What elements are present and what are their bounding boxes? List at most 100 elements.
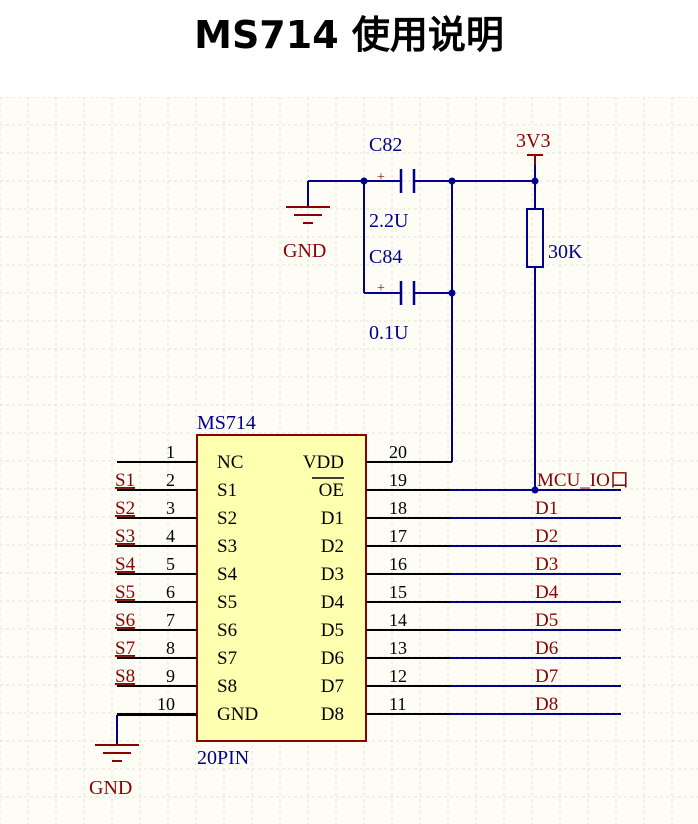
net-label: D2 bbox=[535, 526, 558, 547]
gnd-symbol-top bbox=[286, 206, 330, 224]
net-label: S2 bbox=[115, 498, 135, 519]
junction-dot bbox=[531, 177, 539, 185]
net-label: S4 bbox=[115, 554, 136, 575]
resistor-value: 30K bbox=[548, 241, 583, 263]
pin-name: D3 bbox=[321, 564, 344, 585]
page-title: MS714 使用说明 bbox=[194, 13, 504, 57]
power-label-3v3: 3V3 bbox=[516, 130, 550, 152]
pin-name: S5 bbox=[217, 592, 237, 613]
pin-number: 6 bbox=[166, 582, 175, 602]
schematic-diagram: + + C82 2.2U C84 0.1U 30K 3V3 G bbox=[0, 97, 698, 824]
pin-name: D1 bbox=[321, 508, 344, 529]
c82-designator: C82 bbox=[369, 134, 402, 156]
pin-name: S8 bbox=[217, 676, 237, 697]
pin-number: 3 bbox=[166, 498, 175, 518]
net-label: S6 bbox=[115, 610, 135, 631]
net-label: S8 bbox=[115, 666, 135, 687]
c84-designator: C84 bbox=[369, 246, 402, 268]
pin-name: D5 bbox=[321, 620, 344, 641]
pin-name: OE bbox=[319, 480, 344, 501]
net-label: S5 bbox=[115, 582, 135, 603]
net-label: D4 bbox=[535, 582, 559, 603]
pin-number: 13 bbox=[389, 638, 407, 658]
pin-number: 8 bbox=[166, 638, 175, 658]
net-label: D3 bbox=[535, 554, 558, 575]
pin-name: S6 bbox=[217, 620, 237, 641]
chip-designator: MS714 bbox=[197, 412, 256, 434]
c84-plus: + bbox=[377, 281, 385, 296]
pin-name: D4 bbox=[321, 592, 345, 613]
pin-number: 5 bbox=[166, 554, 175, 574]
pin-name: D8 bbox=[321, 704, 344, 725]
net-label: D5 bbox=[535, 610, 558, 631]
pin-name: GND bbox=[217, 704, 258, 725]
pin-name: VDD bbox=[303, 452, 344, 473]
net-label: S1 bbox=[115, 470, 135, 491]
c82-plus: + bbox=[377, 170, 385, 185]
pin-number: 1 bbox=[166, 442, 175, 462]
pin-name: NC bbox=[217, 452, 243, 473]
net-label: D8 bbox=[535, 694, 558, 715]
junction-dot bbox=[360, 177, 368, 185]
net-label: MCU_IO口 bbox=[537, 470, 629, 491]
pin-name: D2 bbox=[321, 536, 344, 557]
junction-dot bbox=[448, 177, 456, 185]
pin-number: 18 bbox=[389, 498, 407, 518]
pin-number: 19 bbox=[389, 470, 407, 490]
pin-name: S2 bbox=[217, 508, 237, 529]
pin-number: 4 bbox=[166, 526, 175, 546]
pin-number: 17 bbox=[389, 526, 407, 546]
net-label: D6 bbox=[535, 638, 558, 659]
pin-name: D7 bbox=[321, 676, 344, 697]
gnd-symbol-bottom bbox=[95, 744, 139, 762]
net-label: D7 bbox=[535, 666, 558, 687]
pin-number: 10 bbox=[157, 694, 175, 714]
gnd-label-top: GND bbox=[283, 240, 326, 262]
pin-number: 7 bbox=[166, 610, 175, 630]
pin-name: S1 bbox=[217, 480, 237, 501]
net-label: D1 bbox=[535, 498, 558, 519]
chip-package: 20PIN bbox=[197, 747, 249, 769]
pin-number: 20 bbox=[389, 442, 407, 462]
power-network: + + C82 2.2U C84 0.1U 30K 3V3 G bbox=[283, 130, 583, 494]
pin-name: S3 bbox=[217, 536, 237, 557]
pin-number: 16 bbox=[389, 554, 407, 574]
net-label: S7 bbox=[115, 638, 135, 659]
capacitor-c82: + bbox=[377, 169, 416, 193]
capacitor-c84: + bbox=[377, 281, 416, 305]
pin-number: 9 bbox=[166, 666, 175, 686]
pin-number: 2 bbox=[166, 470, 175, 490]
chip-body bbox=[196, 434, 367, 742]
c84-value: 0.1U bbox=[369, 322, 409, 344]
net-label: S3 bbox=[115, 526, 135, 547]
gnd-label-bottom: GND bbox=[89, 777, 132, 799]
pin-number: 12 bbox=[389, 666, 407, 686]
gnd-network-bottom: GND bbox=[89, 714, 197, 799]
pin-number: 14 bbox=[389, 610, 407, 630]
c82-value: 2.2U bbox=[369, 210, 409, 232]
junction-dot bbox=[448, 289, 456, 297]
pin-name: D6 bbox=[321, 648, 344, 669]
resistor-30k bbox=[526, 208, 544, 268]
pin-number: 11 bbox=[389, 694, 406, 714]
pin-name: S7 bbox=[217, 648, 237, 669]
